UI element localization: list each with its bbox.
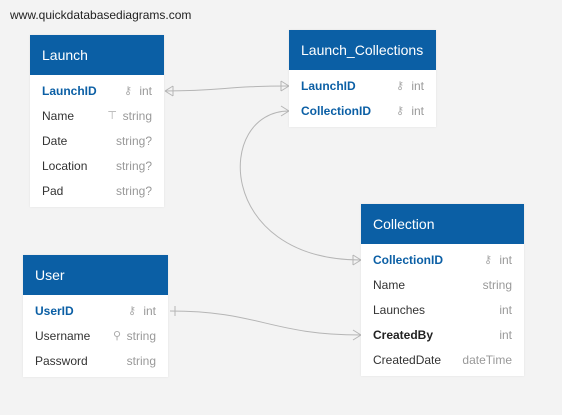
- field-name: CreatedBy: [373, 328, 434, 342]
- search-icon: ⚲: [112, 330, 121, 342]
- field-type: dateTime: [462, 353, 512, 367]
- table-row[interactable]: CreatedDate dateTime: [361, 348, 524, 373]
- table-launch[interactable]: Launch LaunchID ⚷ int Name ⊤ string Date…: [30, 35, 164, 207]
- table-title: Launch_Collections: [289, 30, 436, 70]
- key-icon: ⚷: [483, 254, 492, 266]
- table-row[interactable]: Username ⚲ string: [23, 324, 168, 349]
- field-type: string: [122, 109, 152, 123]
- field-type: int: [139, 84, 152, 98]
- field-name: CreatedDate: [373, 353, 442, 367]
- table-title: Launch: [30, 35, 164, 75]
- crowfoot-lc-collection-side: [280, 105, 290, 117]
- crowfoot-collection-side: [352, 254, 362, 266]
- table-row[interactable]: Password string: [23, 349, 168, 374]
- table-row[interactable]: UserID ⚷ int: [23, 299, 168, 324]
- field-type: string?: [115, 134, 152, 148]
- field-name: Name: [373, 278, 406, 292]
- crowfoot-lc-launch-side: [280, 80, 290, 92]
- crowfoot-createdby-side: [352, 329, 362, 341]
- table-user[interactable]: User UserID ⚷ int Username ⚲ string Pass…: [23, 255, 168, 377]
- link-lc-to-collection: [239, 110, 362, 261]
- link-launch-to-launch-collections: [164, 85, 290, 92]
- field-type: string?: [115, 184, 152, 198]
- table-row[interactable]: Name ⊤ string: [30, 104, 164, 129]
- field-name: Username: [35, 329, 91, 343]
- table-title: User: [23, 255, 168, 295]
- table-collection[interactable]: Collection CollectionID ⚷ int Name strin…: [361, 204, 524, 376]
- field-name: CollectionID: [373, 253, 444, 267]
- field-type: int: [499, 303, 512, 317]
- table-row[interactable]: CreatedBy int: [361, 323, 524, 348]
- key-icon: ⚷: [395, 80, 404, 92]
- table-row[interactable]: Name string: [361, 273, 524, 298]
- field-type: string?: [115, 159, 152, 173]
- field-type: int: [143, 304, 156, 318]
- field-name: Pad: [42, 184, 64, 198]
- key-icon: ⚷: [395, 105, 404, 117]
- link-user-to-collection: [169, 310, 362, 336]
- table-row[interactable]: Launches int: [361, 298, 524, 323]
- field-name: UserID: [35, 304, 74, 318]
- key-icon: ⚷: [123, 85, 132, 97]
- field-name: Location: [42, 159, 88, 173]
- table-row[interactable]: CollectionID ⚷ int: [361, 248, 524, 273]
- table-title: Collection: [361, 204, 524, 244]
- field-type: int: [499, 253, 512, 267]
- field-type: int: [411, 79, 424, 93]
- index-icon: ⊤: [107, 110, 117, 122]
- field-name: LaunchID: [42, 84, 97, 98]
- table-row[interactable]: LaunchID ⚷ int: [30, 79, 164, 104]
- field-type: string: [126, 354, 156, 368]
- watermark: www.quickdatabasediagrams.com: [10, 8, 192, 22]
- field-type: int: [499, 328, 512, 342]
- field-type: string: [482, 278, 512, 292]
- table-row[interactable]: Date string?: [30, 129, 164, 154]
- table-row[interactable]: Location string?: [30, 154, 164, 179]
- field-name: Password: [35, 354, 88, 368]
- table-row[interactable]: LaunchID ⚷ int: [289, 74, 436, 99]
- field-name: Launches: [373, 303, 426, 317]
- field-name: CollectionID: [301, 104, 372, 118]
- table-launch-collections[interactable]: Launch_Collections LaunchID ⚷ int Collec…: [289, 30, 436, 127]
- field-type: int: [411, 104, 424, 118]
- key-icon: ⚷: [127, 305, 136, 317]
- crowfoot-launch-side: [164, 85, 174, 97]
- field-name: Name: [42, 109, 75, 123]
- field-type: string: [126, 329, 156, 343]
- table-row[interactable]: CollectionID ⚷ int: [289, 99, 436, 124]
- table-row[interactable]: Pad string?: [30, 179, 164, 204]
- field-name: Date: [42, 134, 68, 148]
- field-name: LaunchID: [301, 79, 356, 93]
